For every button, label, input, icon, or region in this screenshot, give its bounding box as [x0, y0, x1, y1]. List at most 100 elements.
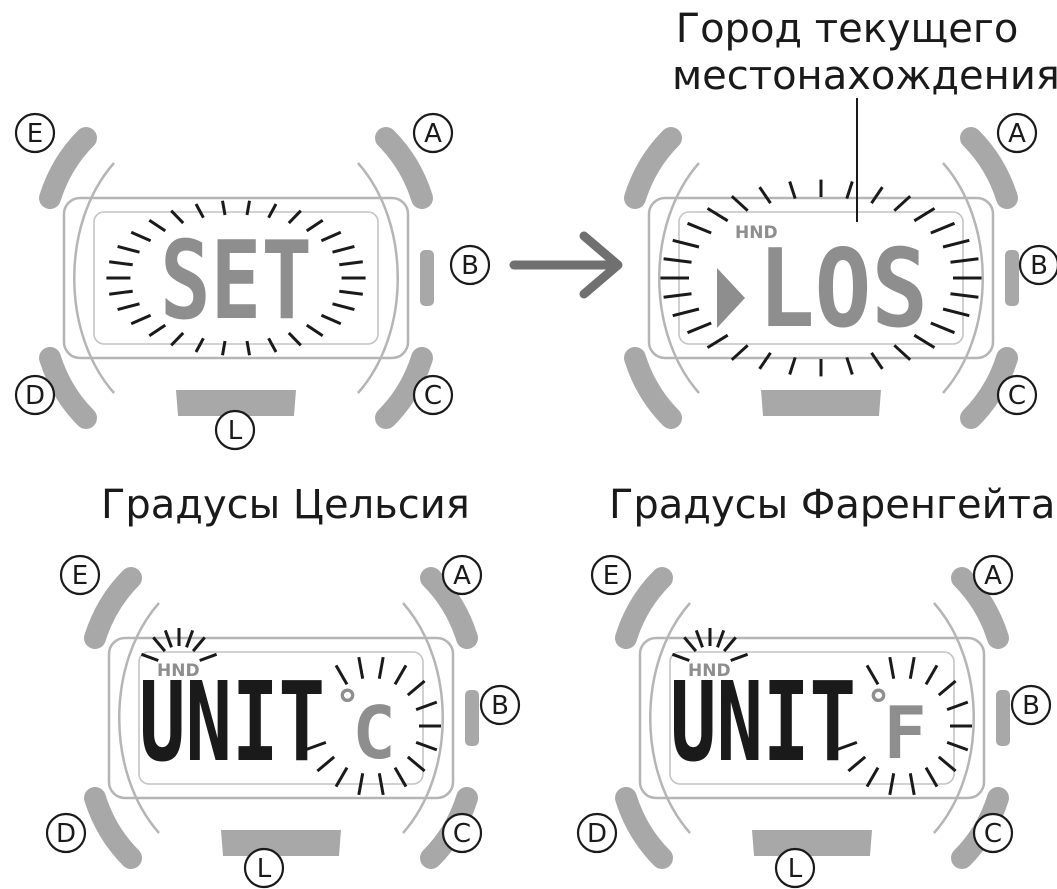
blink-mark [758, 186, 772, 205]
blink-mark [913, 333, 936, 349]
button-letter: A [424, 119, 442, 149]
button-label-l: L [243, 847, 285, 889]
blink-mark [788, 181, 797, 200]
blink-mark [305, 218, 324, 233]
button-label-e: E [14, 112, 56, 154]
blink-mark [287, 331, 302, 347]
blink-mark [722, 636, 737, 653]
blink-mark [930, 321, 956, 335]
blink-mark [221, 200, 227, 216]
blink-mark [847, 755, 867, 773]
display-text-set: SET [160, 219, 312, 344]
current-city-caption: Город текущего местонахождения [672, 6, 1057, 100]
button-letter: D [56, 819, 76, 849]
blink-mark [148, 218, 167, 233]
blink-mark [716, 629, 726, 648]
blink-mark [117, 244, 140, 254]
blink-marks [140, 628, 218, 662]
city-code: LOS [758, 227, 928, 352]
blink-mark [406, 755, 426, 773]
blink-mark [199, 652, 218, 662]
blink-mark [170, 209, 185, 225]
blink-mark [170, 331, 185, 347]
fahrenheit-caption: Градусы Фаренгейта [609, 482, 1056, 528]
blink-mark [377, 656, 385, 679]
button-label-c: C [412, 374, 454, 416]
blink-mark [942, 307, 970, 318]
city-selector-icon [717, 268, 745, 328]
blink-mark [870, 186, 884, 205]
blink-mark [672, 238, 700, 249]
button-letter: L [788, 854, 803, 884]
blink-mark [924, 664, 939, 686]
blink-mark [788, 356, 797, 375]
blink-mark [334, 766, 349, 788]
blink-mark [245, 200, 251, 216]
hnd-indicator: HND [157, 661, 200, 681]
blink-mark [893, 195, 912, 212]
blink-mark [377, 773, 385, 796]
blink-mark [267, 203, 278, 219]
button-letter: D [25, 381, 45, 411]
blink-mark [191, 636, 206, 653]
blink-marks [660, 179, 982, 377]
button-letter: B [1030, 251, 1048, 281]
blink-mark [950, 257, 979, 264]
button-label-d: D [14, 374, 56, 416]
blink-mark [304, 740, 327, 752]
blink-mark [148, 323, 167, 338]
blink-mark [937, 679, 957, 697]
blink-mark [245, 340, 251, 356]
button-label-l: L [214, 409, 256, 451]
blink-mark [686, 321, 712, 335]
blink-mark [893, 344, 912, 361]
current-city-caption-line2: местонахождения [672, 53, 1057, 100]
blink-mark [393, 664, 408, 686]
blink-mark [357, 773, 365, 796]
button-letter: A [453, 561, 471, 591]
blink-mark [130, 313, 152, 326]
button-letter: L [257, 854, 272, 884]
button-label-l: L [774, 847, 816, 889]
blink-mark [332, 302, 355, 312]
blink-mark [671, 652, 690, 662]
blink-mark [194, 337, 205, 353]
button-letter: C [424, 381, 442, 411]
blink-mark [194, 203, 205, 219]
blink-mark [332, 244, 355, 254]
degree-symbol: ° [337, 681, 358, 730]
blink-mark [267, 337, 278, 353]
blink-mark [694, 629, 704, 648]
blink-mark [930, 221, 956, 235]
transition-arrow [509, 231, 623, 299]
button-label-d: D [576, 812, 618, 854]
button-label-e: E [59, 554, 101, 596]
button-letter: C [453, 819, 471, 849]
blink-mark [706, 207, 729, 223]
blink-mark [924, 766, 939, 788]
blink-mark [870, 351, 884, 370]
button-letter: C [984, 819, 1002, 849]
blink-mark [117, 302, 140, 312]
blink-mark [320, 230, 342, 243]
celsius-caption: Градусы Цельсия [101, 482, 470, 528]
button-letter: E [27, 119, 43, 149]
blink-mark [686, 221, 712, 235]
blink-mark [730, 344, 749, 361]
watch-los: HND LOS [635, 138, 1019, 418]
button-letter: A [984, 561, 1002, 591]
button-letter: B [461, 251, 479, 281]
button-label-a: A [996, 112, 1038, 154]
blink-mark [758, 351, 772, 370]
blink-marks [671, 628, 749, 662]
blink-mark [140, 652, 159, 662]
blink-mark [683, 636, 698, 653]
blink-mark [185, 629, 195, 648]
blink-mark [130, 230, 152, 243]
blink-mark [908, 656, 916, 679]
watch-unit-fahrenheit: HND UNIT ° F [626, 578, 1010, 858]
hnd-indicator: HND [688, 661, 731, 681]
button-letter: C [1008, 381, 1026, 411]
unit-letter-fahrenheit: F [883, 691, 926, 775]
